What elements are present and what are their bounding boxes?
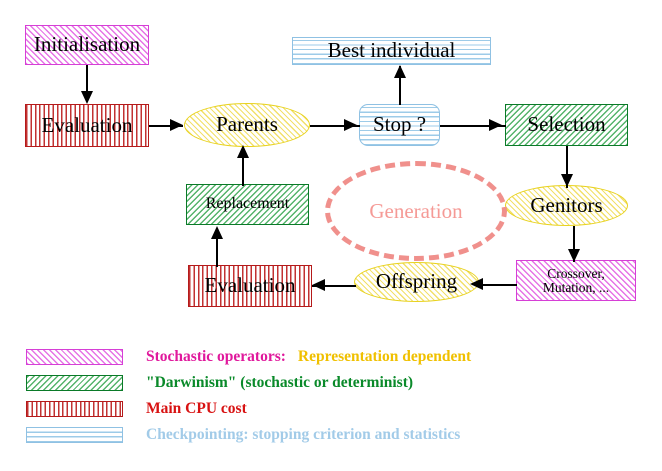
node-evaluation-bottom-label: Evaluation [204,273,296,298]
arrowhead-stop-to-best [394,65,406,78]
node-replacement-label: Replacement [205,195,290,213]
legend-label-darwinism: "Darwinism" (stochastic or determinist) [146,373,414,391]
arrowhead-eval-to-parents [170,119,183,131]
legend-label-checkpointing: Checkpointing: stopping criterion and st… [146,425,461,443]
legend-row-checkpointing: Checkpointing: stopping criterion and st… [26,426,460,443]
arrowhead-eval-to-replacement [211,226,223,239]
arrowhead-replacement-to-parents [237,145,249,158]
node-selection-label: Selection [527,112,606,137]
node-initialisation[interactable]: Initialisation [25,25,149,65]
legend-text-stochastic-operators: Stochastic operators: Representation depe… [146,348,471,366]
connector-crossover-to-offspring [479,284,517,286]
connector-stop-to-selection [440,125,506,127]
arrowhead-stop-to-selection [489,119,502,131]
node-selection[interactable]: Selection [505,104,628,146]
legend-label-stochastic-operators: Stochastic operators: [146,347,286,365]
legend-row-main-cpu-cost: Main CPU cost [26,400,247,417]
node-generation: Generation [325,161,507,261]
node-offspring[interactable]: Offspring [354,262,479,302]
connector-offspring-to-eval [312,285,356,287]
node-genitors[interactable]: Genitors [505,185,628,226]
node-generation-label: Generation [369,198,463,223]
connector-eval-to-replacement [216,228,218,267]
arrowhead-genitors-to-crossover [568,249,580,262]
node-genitors-label: Genitors [530,192,603,217]
legend-swatch-magenta-diagonal-hatch [26,348,123,365]
arrowhead-crossover-to-offspring [470,278,483,290]
arrowhead-parents-to-stop [344,119,357,131]
connector-genitors-to-crossover [573,226,575,262]
node-initialisation-label: Initialisation [33,32,141,57]
connector-replacement-to-parents [242,148,244,186]
legend-swatch-red-vertical-hatch [26,400,123,417]
node-parents[interactable]: Parents [184,103,310,147]
node-evaluation-bottom[interactable]: Evaluation [188,265,312,307]
legend-text-darwinism: "Darwinism" (stochastic or determinist) [146,374,413,392]
node-replacement[interactable]: Replacement [186,184,309,225]
node-best-individual[interactable]: Best individual [292,37,491,65]
legend-label-representation-dependent: Representation dependent [297,347,472,365]
node-crossover-mutation-label: Crossover, Mutation, ... [542,265,610,295]
arrowhead-selection-to-genitors [561,174,573,187]
arrowhead-offspring-to-eval [312,279,325,291]
legend-row-stochastic-operators: Stochastic operators: Representation depe… [26,348,471,365]
node-stop[interactable]: Stop ? [359,104,440,146]
connector-parents-to-stop [310,125,360,127]
connector-eval-to-parents [149,125,183,127]
legend-text-checkpointing: Checkpointing: stopping criterion and st… [146,426,460,444]
node-best-individual-label: Best individual [327,38,456,63]
connector-stop-to-best [399,66,401,105]
node-offspring-label: Offspring [375,269,458,294]
arrowhead-init-to-eval [81,91,93,104]
node-evaluation-top-label: Evaluation [41,112,133,137]
connector-init-to-eval [86,65,88,95]
node-stop-label: Stop ? [372,112,427,137]
legend-swatch-blue-horizontal-hatch [26,426,123,443]
legend-swatch-green-diagonal-hatch [26,374,123,391]
legend-text-main-cpu-cost: Main CPU cost [146,400,247,418]
legend-row-darwinism: "Darwinism" (stochastic or determinist) [26,374,413,391]
node-crossover-mutation[interactable]: Crossover, Mutation, ... [516,260,636,301]
node-parents-label: Parents [216,112,278,137]
node-evaluation-top[interactable]: Evaluation [25,104,149,147]
legend-label-main-cpu-cost: Main CPU cost [146,399,247,417]
connector-selection-to-genitors [566,146,568,188]
